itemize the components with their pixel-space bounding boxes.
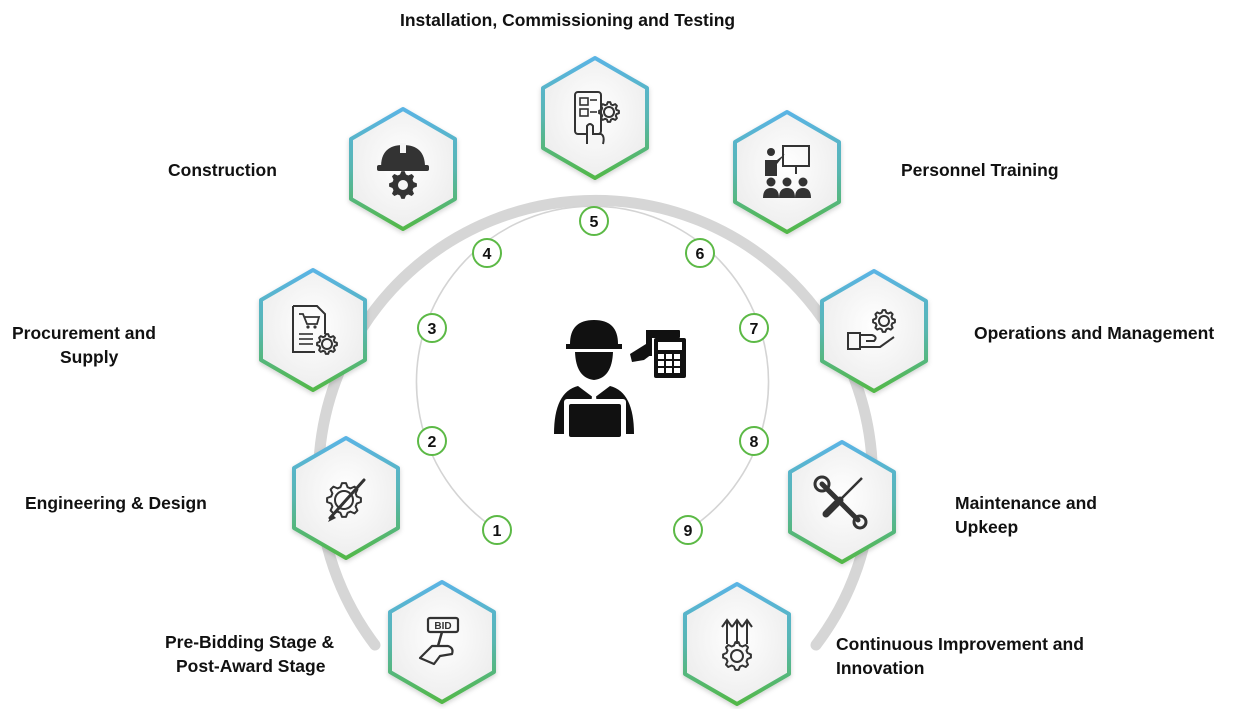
stage-2-number: 2 bbox=[428, 434, 437, 451]
stage-3-hexagon bbox=[259, 268, 367, 392]
stage-8-hexagon bbox=[788, 440, 896, 564]
stage-5-number: 5 bbox=[590, 214, 599, 231]
stage-7-badge: 7 bbox=[739, 313, 769, 343]
stage-4-badge: 4 bbox=[472, 238, 502, 268]
stage-8-badge: 8 bbox=[739, 426, 769, 456]
stage-9-badge: 9 bbox=[673, 515, 703, 545]
stage-2-hexagon bbox=[292, 436, 400, 560]
document-cart-gear-icon bbox=[292, 305, 338, 355]
stage-3-number: 3 bbox=[428, 321, 437, 338]
hardhat-gear-icon bbox=[377, 143, 429, 199]
gear-arrows-up-icon bbox=[721, 618, 753, 671]
stage-2-label: Engineering & Design bbox=[25, 493, 207, 513]
bid-hand-icon: BID bbox=[418, 616, 460, 666]
svg-text:BID: BID bbox=[434, 621, 451, 632]
stage-6-number: 6 bbox=[696, 246, 705, 263]
presentation-audience-icon bbox=[763, 145, 811, 198]
stage-8-number: 8 bbox=[750, 434, 759, 451]
stage-5-badge: 5 bbox=[579, 206, 609, 236]
stage-4-number: 4 bbox=[483, 246, 492, 263]
hand-gear-icon bbox=[847, 309, 896, 350]
engineer-with-laptop-and-calculator-icon bbox=[554, 320, 686, 437]
stage-6-label: Personnel Training bbox=[901, 160, 1059, 180]
stage-9-number: 9 bbox=[684, 523, 693, 540]
stage-3-badge: 3 bbox=[417, 313, 447, 343]
stage-2-badge: 2 bbox=[417, 426, 447, 456]
stage-7-label: Operations and Management bbox=[974, 323, 1215, 343]
wrench-screwdriver-icon bbox=[813, 475, 868, 530]
stage-1-number: 1 bbox=[493, 523, 502, 540]
touch-panel-gear-icon bbox=[574, 91, 620, 145]
stage-4-label: Construction bbox=[168, 160, 277, 180]
stage-9-hexagon bbox=[683, 582, 791, 706]
stage-4-hexagon bbox=[349, 107, 457, 231]
stage-6-hexagon bbox=[733, 110, 841, 234]
stage-7-hexagon bbox=[820, 269, 928, 393]
stage-5-label: Installation, Commissioning and Testing bbox=[400, 10, 736, 30]
stage-7-number: 7 bbox=[750, 321, 759, 338]
stage-1-label: Pre-Bidding Stage &Post-Award Stage bbox=[165, 632, 335, 676]
gear-pencil-icon bbox=[326, 478, 366, 522]
stage-6-badge: 6 bbox=[685, 238, 715, 268]
stage-1-badge: 1 bbox=[482, 515, 512, 545]
stage-1-hexagon: BID bbox=[388, 580, 496, 704]
stage-5-hexagon bbox=[541, 56, 649, 180]
